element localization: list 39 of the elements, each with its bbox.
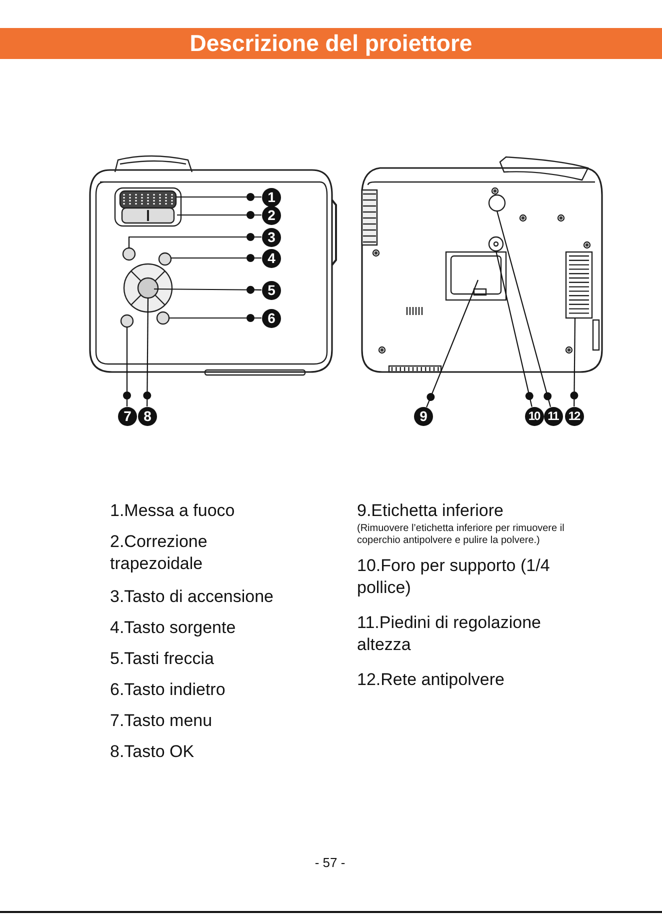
leader-line [169,314,262,322]
part-description: 12.Rete antipolvere [357,669,506,691]
part-description: 2.Correzione trapezoidale [110,531,208,575]
callout-number: 4 [262,248,280,268]
leader-line [176,193,262,201]
callout-number: 1 [262,188,280,206]
callout-number: 5 [262,280,280,300]
note-text: (Rimuovere l’etichetta inferiore per rimuovere il coperchio antipolvere e pulire la polvere.) [357,523,566,547]
part-description: 6.Tasto indietro [110,679,226,701]
leader-line [143,298,152,406]
part-description: 4.Tasto sorgente [110,617,237,639]
leader-line [495,250,534,407]
leader-line [154,286,262,294]
callout-number: 3 [262,228,280,246]
callout-number: 8 [138,406,156,426]
callout-number: 11 [544,406,562,426]
leader-line [426,280,478,408]
part-description: 11.Piedini di regolazione altezza [357,612,542,656]
page-number: - 57 - [314,854,346,872]
part-description: 5.Tasti freccia [110,648,215,670]
callout-number: 6 [262,308,280,328]
part-description: 8.Tasto OK [110,741,196,763]
part-description: 10.Foro per supporto (1/4 pollice) [357,555,551,599]
leader-line [128,233,262,248]
callout-number: 9 [414,406,432,426]
callout-number: 2 [262,206,280,224]
callout-number: 7 [118,406,136,426]
part-description: 1.Messa a fuoco [110,500,236,522]
part-description: 3.Tasto di accensione [110,586,274,608]
part-description: 9.Etichetta inferiore [357,500,504,522]
leader-line [496,210,552,407]
leader-line [123,327,131,406]
leader-line [570,318,578,406]
leader-line [177,211,262,219]
callout-number: 10 [524,406,544,426]
leader-line [171,254,262,262]
callout-number: 12 [564,406,584,426]
title-banner: Descrizione del proiettore [0,28,662,59]
part-description: 7.Tasto menu [110,710,214,732]
